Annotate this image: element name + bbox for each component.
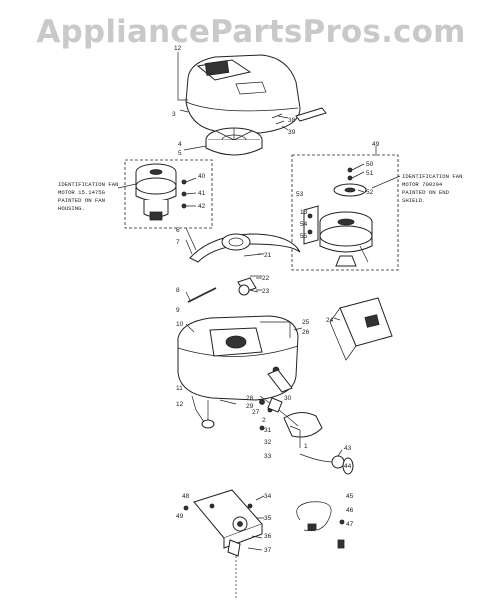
note-left-line-3: PAINTED ON FAN	[58, 197, 105, 204]
callout-28: 28	[246, 395, 254, 402]
callout-50: 50	[366, 161, 374, 168]
callout-4: 4	[178, 141, 182, 148]
callout-40: 40	[198, 173, 206, 180]
callout-31: 31	[264, 427, 272, 434]
right-motor-frame	[291, 154, 399, 271]
callout-22: 22	[262, 275, 270, 282]
caster-wheel	[201, 400, 215, 429]
hood-handle	[295, 107, 327, 122]
callout-54: 54	[300, 221, 308, 228]
main-housing	[177, 315, 299, 401]
callout-38: 38	[288, 117, 296, 124]
note-left-line-1: IDENTIFICATION FAN	[58, 181, 118, 188]
callout-11: 11	[176, 385, 183, 392]
rod-8	[187, 287, 217, 303]
callout-3: 3	[172, 111, 176, 118]
note-right-line-2: MOTOR 700294	[402, 181, 443, 188]
callout-45: 45	[346, 493, 354, 500]
callout-8: 8	[176, 287, 180, 294]
callout-2: 2	[262, 417, 266, 424]
chute-lever	[259, 395, 323, 438]
callout-25: 25	[302, 319, 310, 326]
callout-numbers: 12 3 38 39 4 5 40 41 42 49 50 51 52 53 1…	[172, 45, 380, 554]
note-right: IDENTIFICATION FAN MOTOR 700294 PAINTED …	[371, 173, 462, 204]
callout-33: 33	[264, 453, 272, 460]
callout-48: 48	[182, 493, 190, 500]
note-right-line-3: PAINTED ON END	[402, 189, 450, 196]
callout-53: 53	[296, 191, 304, 198]
callout-9: 9	[176, 307, 180, 314]
callout-6: 6	[176, 227, 180, 234]
callout-13: 13	[300, 209, 308, 216]
callout-42: 42	[198, 203, 206, 210]
note-right-line-4: SHIELD.	[402, 197, 426, 204]
note-left-line-2: MOTOR 15.1475G	[58, 189, 106, 196]
callout-49-lower: 49	[176, 513, 184, 520]
callout-43: 43	[344, 445, 352, 452]
switch-parts	[237, 275, 262, 296]
callout-47: 47	[346, 521, 354, 528]
hardware-27-31	[259, 397, 283, 431]
callout-34: 34	[264, 493, 272, 500]
callout-5: 5	[178, 150, 182, 157]
callout-24: 24	[326, 317, 334, 324]
callout-7: 7	[176, 239, 180, 246]
watermark-text: AppliancePartsPros.com	[36, 14, 466, 50]
callout-21: 21	[264, 252, 272, 259]
hood-assembly	[185, 54, 301, 134]
callout-27: 27	[252, 409, 260, 416]
left-motor-frame	[124, 159, 213, 229]
callout-12: 12	[174, 45, 182, 52]
callout-44: 44	[344, 463, 352, 470]
bracket-24	[329, 297, 393, 361]
left-fan-motor	[135, 163, 177, 221]
leader-lines	[177, 52, 377, 551]
callout-55: 55	[300, 233, 308, 240]
callout-23: 23	[262, 288, 270, 295]
right-fan-motor	[319, 183, 373, 267]
callout-35: 35	[264, 515, 272, 522]
callout-39: 39	[288, 129, 296, 136]
callout-37: 37	[264, 547, 272, 554]
callout-36: 36	[264, 533, 272, 540]
callout-29: 29	[246, 403, 254, 410]
left-fasteners	[181, 177, 197, 209]
callout-32: 32	[264, 439, 272, 446]
callout-46: 46	[346, 507, 354, 514]
callout-10: 10	[176, 321, 184, 328]
callout-1: 1	[304, 443, 308, 450]
note-left-line-4: HOUSING.	[58, 205, 85, 212]
callout-49: 49	[372, 141, 380, 148]
control-plate	[183, 489, 263, 598]
note-left: IDENTIFICATION FAN MOTOR 15.1475G PAINTE…	[58, 181, 137, 212]
callout-26: 26	[302, 329, 310, 336]
callout-12-lower: 12	[176, 401, 184, 408]
filter-disc	[205, 127, 263, 156]
callout-41: 41	[198, 190, 206, 197]
gasket-ring	[189, 233, 301, 263]
wire-harness	[296, 501, 345, 549]
note-right-line-1: IDENTIFICATION FAN	[402, 173, 462, 180]
callout-51: 51	[366, 170, 374, 177]
callout-52: 52	[366, 189, 374, 196]
callout-30: 30	[284, 395, 292, 402]
